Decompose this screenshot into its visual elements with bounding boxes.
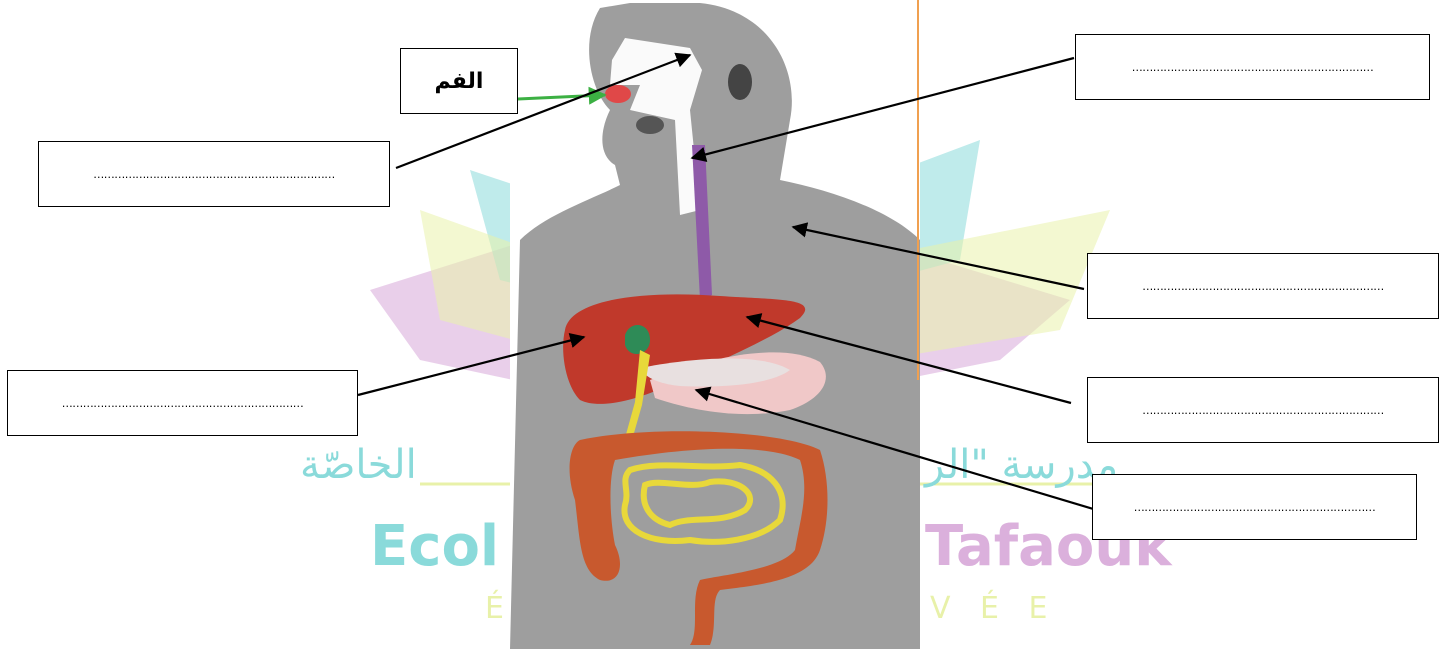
blank-top-left[interactable]: ……………………………………………………………	[93, 168, 335, 181]
sinus-shape	[728, 64, 752, 100]
label-box-right-3[interactable]: ……………………………………………………………	[1087, 377, 1439, 443]
tongue-shape	[636, 116, 664, 134]
label-box-right-2[interactable]: ……………………………………………………………	[1087, 253, 1439, 319]
label-box-mid-left[interactable]: ……………………………………………………………	[7, 370, 358, 436]
label-mouth: الفم	[435, 69, 484, 94]
blank-mid-left[interactable]: ……………………………………………………………	[62, 397, 304, 410]
watermark-sub-right: V É E	[930, 590, 1058, 626]
label-box-top-left[interactable]: ……………………………………………………………	[38, 141, 390, 207]
watermark-latin-left: Ecol	[370, 514, 499, 579]
label-box-top-right[interactable]: ……………………………………………………………	[1075, 34, 1430, 100]
label-box-mouth: الفم	[400, 48, 518, 114]
blank-right-3[interactable]: ……………………………………………………………	[1142, 404, 1384, 417]
watermark-arabic-right: مدرسة "الر	[923, 442, 1118, 488]
blank-right-2[interactable]: ……………………………………………………………	[1142, 280, 1384, 293]
watermark-sub-left: É	[485, 590, 504, 626]
gallbladder	[625, 325, 650, 354]
blank-top-right[interactable]: ……………………………………………………………	[1132, 61, 1374, 74]
mouth-spot	[605, 85, 631, 103]
label-box-right-4[interactable]: ……………………………………………………………	[1092, 474, 1417, 540]
blank-right-4[interactable]: ……………………………………………………………	[1134, 501, 1376, 514]
watermark-arabic-left: الخاصّة	[300, 442, 417, 488]
